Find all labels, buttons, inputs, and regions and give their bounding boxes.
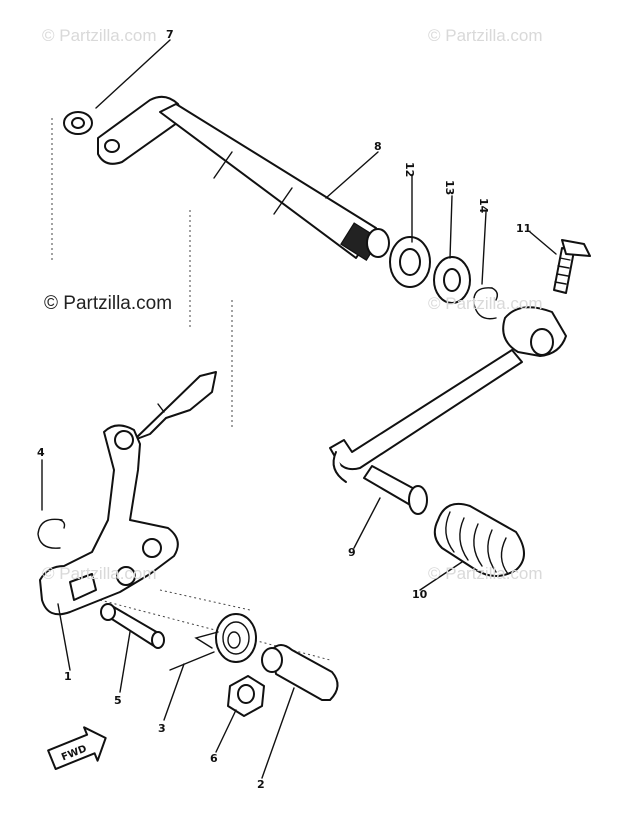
part-2-collar[interactable] <box>261 644 339 701</box>
callout-10[interactable]: 10 <box>412 588 428 601</box>
callout-4[interactable]: 4 <box>37 446 45 459</box>
callout-2[interactable]: 2 <box>257 778 265 791</box>
callout-5[interactable]: 5 <box>114 694 122 707</box>
callout-9[interactable]: 9 <box>348 546 356 559</box>
part-11-bolt[interactable] <box>553 239 591 294</box>
callout-3[interactable]: 3 <box>158 722 166 735</box>
callout-8[interactable]: 8 <box>374 140 382 153</box>
change-pedal[interactable] <box>329 306 567 483</box>
fwd-arrow-marker: FWD <box>47 726 107 771</box>
callout-1[interactable]: 1 <box>64 670 72 683</box>
part-13-washer[interactable] <box>433 256 471 304</box>
part-7-washer[interactable] <box>63 111 93 135</box>
callout-11[interactable]: 11 <box>516 222 531 235</box>
callout-12[interactable]: 12 <box>403 162 416 177</box>
watermark-bottom-left: © Partzilla.com <box>42 564 157 583</box>
watermark-top-right: © Partzilla.com <box>428 26 543 45</box>
watermark-top-left: © Partzilla.com <box>42 26 157 45</box>
part-14-circlip[interactable] <box>473 287 499 320</box>
callout-14[interactable]: 14 <box>477 198 490 214</box>
assembly-guide-lines <box>51 118 331 661</box>
watermark-center-left: © Partzilla.com <box>44 293 173 314</box>
watermark-mid-right: © Partzilla.com <box>428 294 543 313</box>
watermark-bottom-right: © Partzilla.com <box>428 564 543 583</box>
part-6-nut[interactable] <box>227 675 265 717</box>
part-8-shift-shaft[interactable] <box>97 95 390 261</box>
leader-lines <box>41 39 557 779</box>
part-10-pedal-rubber[interactable] <box>433 502 525 577</box>
callout-7[interactable]: 7 <box>166 28 174 41</box>
callout-13[interactable]: 13 <box>443 180 456 195</box>
part-4-circlip[interactable] <box>37 518 66 549</box>
part-12-oil-seal[interactable] <box>389 236 431 288</box>
part-3-spring[interactable] <box>169 613 257 671</box>
callout-numbers: 7 8 12 13 14 11 4 1 5 3 6 2 9 10 <box>37 28 531 791</box>
callout-6[interactable]: 6 <box>210 752 218 765</box>
part-5-pin[interactable] <box>100 603 165 649</box>
part-1-shift-arm[interactable] <box>39 371 217 616</box>
part-9-pedal-pin[interactable] <box>363 465 428 515</box>
